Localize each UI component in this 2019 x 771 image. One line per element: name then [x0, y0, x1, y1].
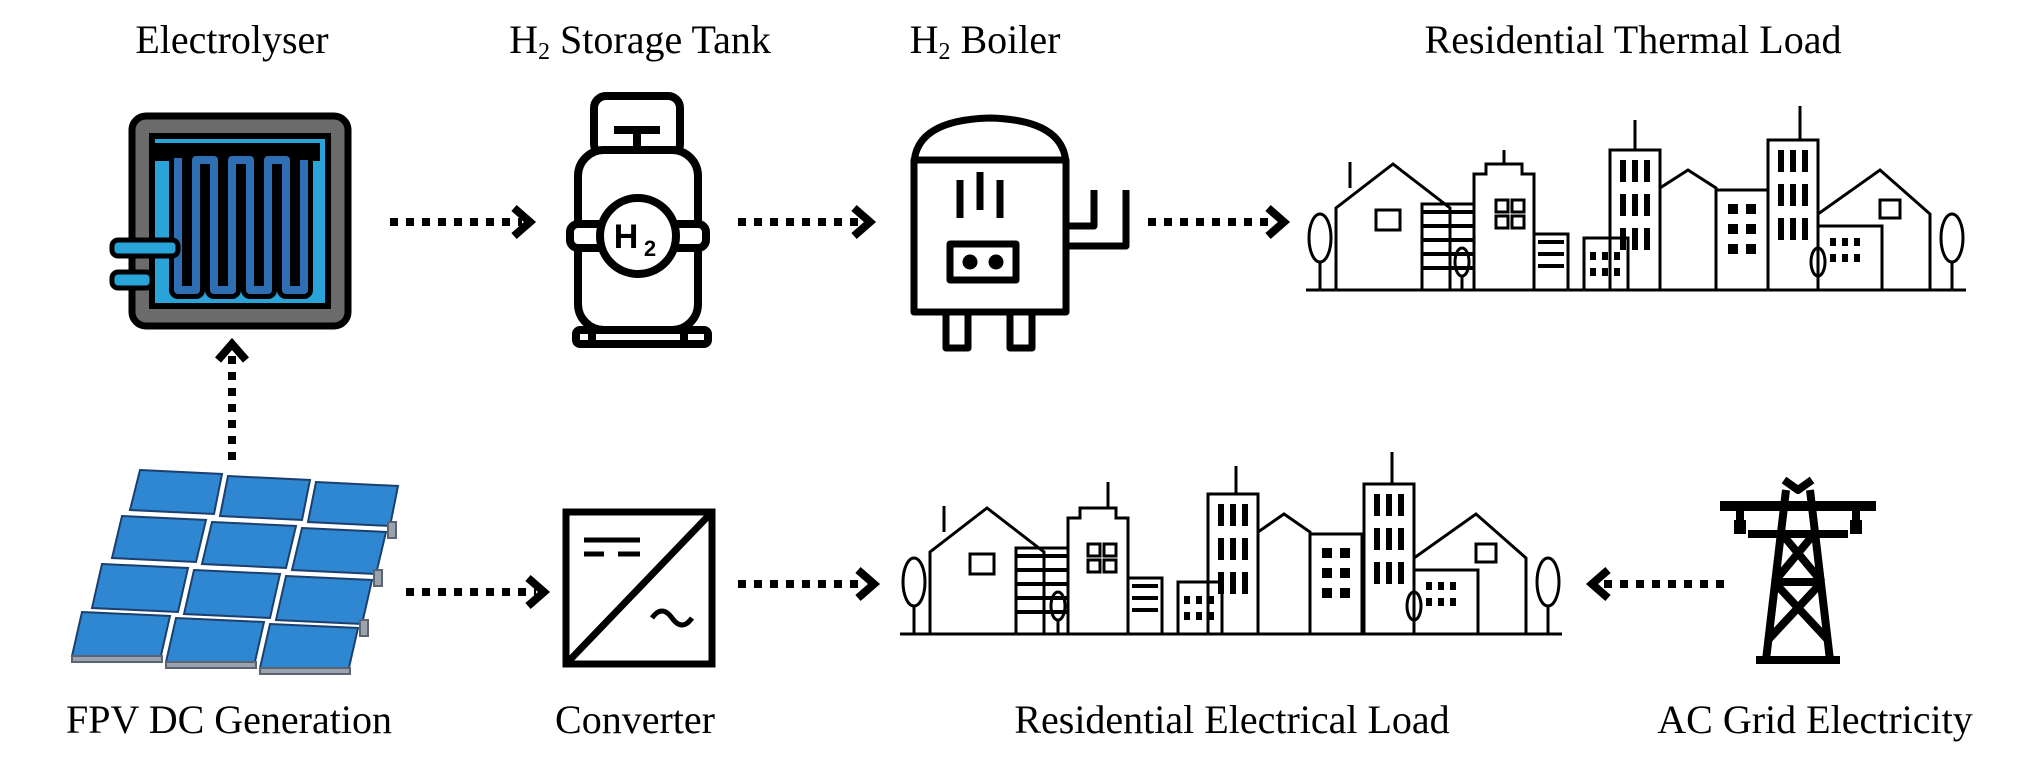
- grid-tower-icon: [1720, 476, 1876, 664]
- electrolyser-label: Electrolyser: [135, 17, 329, 62]
- arrowhead-left-electrical: [1585, 566, 1611, 602]
- converter-label: Converter: [555, 697, 715, 742]
- electrical-load-label: Residential Electrical Load: [1014, 697, 1450, 742]
- converter-icon: [562, 508, 716, 668]
- electrolyser-icon: [109, 112, 352, 330]
- boiler-icon: [910, 114, 1130, 352]
- boiler-label-sub: 2: [938, 39, 951, 65]
- storage-tank-h2-mark: H: [614, 218, 639, 256]
- arrowhead-right-boiler: [851, 204, 877, 240]
- thermal-city-icon: [1306, 106, 1966, 292]
- arrowhead-right-converter: [525, 574, 551, 610]
- thermal-city-windows: [1422, 150, 1860, 276]
- fpv-label: FPV DC Generation: [66, 697, 392, 742]
- boiler-label-rest: Boiler: [950, 17, 1061, 62]
- storage-tank-label-rest: Storage Tank: [550, 17, 771, 62]
- grid-label: AC Grid Electricity: [1657, 697, 1973, 742]
- thermal-load-label: Residential Thermal Load: [1424, 17, 1842, 62]
- storage-tank-label-sub: 2: [538, 39, 551, 65]
- storage-tank-icon: [566, 92, 712, 348]
- arrowhead-right-thermal: [1265, 204, 1291, 240]
- arrowhead-right-tank: [511, 204, 537, 240]
- arrowhead-up-electrolyser: [214, 337, 250, 363]
- storage-tank-label-h: H: [509, 17, 539, 62]
- arrows: [228, 218, 1724, 596]
- grid-insulators: [1734, 520, 1862, 534]
- boiler-label-h: H: [909, 17, 939, 62]
- arrowhead-right-electrical: [855, 566, 881, 602]
- storage-tank-h2-sub: 2: [644, 236, 656, 261]
- boiler-label: H2 Boiler: [909, 17, 1061, 65]
- electrical-city-icon: [900, 452, 1562, 636]
- storage-tank-label: H2 Storage Tank: [509, 17, 771, 65]
- arrowheads: [214, 204, 1611, 610]
- electrical-city-windows: [1016, 494, 1456, 620]
- fpv-panels-icon: [70, 468, 400, 675]
